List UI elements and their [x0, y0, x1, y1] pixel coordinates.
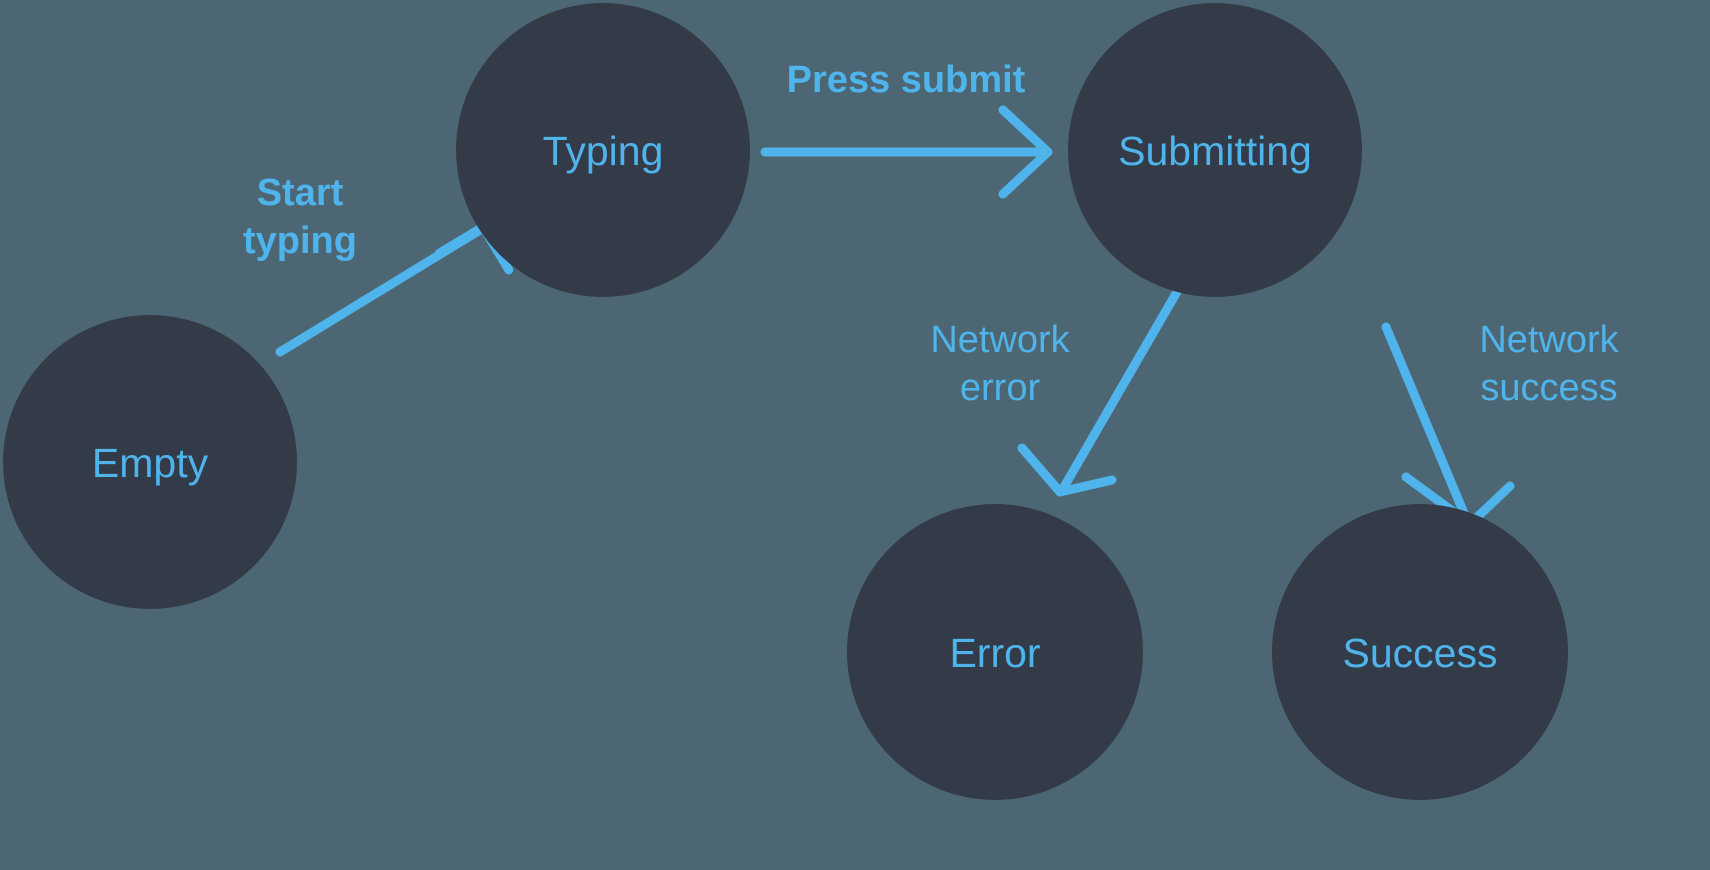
state-node-empty[interactable]: Empty [3, 315, 297, 609]
state-circle-submitting[interactable] [1068, 3, 1362, 297]
transition-network-error [1017, 285, 1183, 497]
transition-line-network-success [1381, 322, 1471, 523]
state-node-success[interactable]: Success [1272, 504, 1568, 800]
arrowhead-icon-press-submit [998, 105, 1053, 199]
transition-label-line-press-submit-0: Press submit [787, 59, 1026, 101]
transition-label-network-error: Network error [930, 319, 1070, 409]
transition-label-line-network-error-1: error [960, 367, 1041, 409]
state-circle-empty[interactable] [3, 315, 297, 609]
transition-line-network-error [1059, 285, 1183, 492]
state-circle-error[interactable] [847, 504, 1143, 800]
state-circle-typing[interactable] [456, 3, 750, 297]
transition-press-submit [760, 105, 1053, 199]
arrowhead-icon-network-error [1017, 443, 1117, 497]
state-label-error: Error [949, 630, 1040, 676]
transition-label-line-network-error-0: Network [930, 319, 1070, 361]
transition-label-line-start-typing-0: Start [257, 172, 344, 214]
state-node-typing[interactable]: Typing [456, 3, 750, 297]
state-circle-success[interactable] [1272, 504, 1568, 800]
state-node-error[interactable]: Error [847, 504, 1143, 800]
transition-label-line-network-success-1: success [1480, 367, 1617, 409]
state-label-empty: Empty [92, 440, 209, 486]
state-label-submitting: Submitting [1118, 128, 1312, 174]
transition-label-network-success: Network success [1479, 319, 1619, 409]
state-node-submitting[interactable]: Submitting [1068, 3, 1362, 297]
state-label-typing: Typing [543, 128, 664, 174]
transition-label-line-network-success-0: Network [1479, 319, 1619, 361]
transition-label-line-start-typing-1: typing [243, 220, 357, 262]
transition-label-start-typing: Start typing [243, 172, 357, 262]
transition-label-press-submit: Press submit [787, 59, 1026, 101]
state-label-success: Success [1343, 630, 1498, 676]
